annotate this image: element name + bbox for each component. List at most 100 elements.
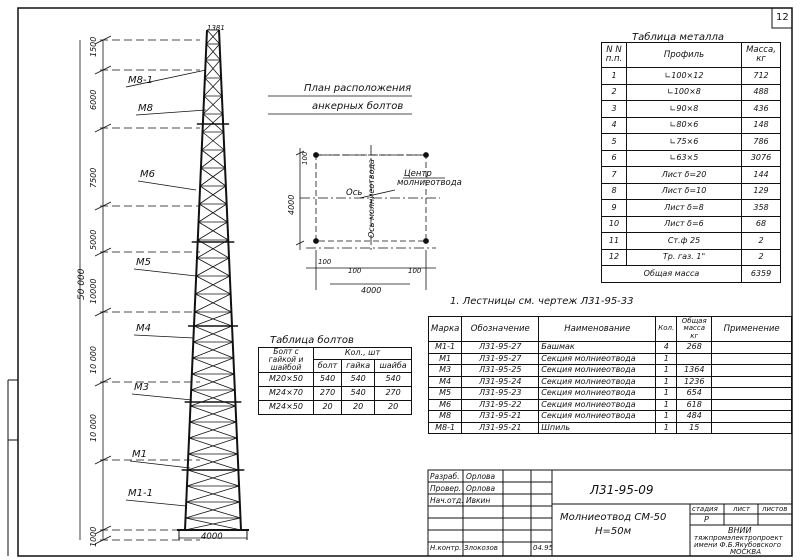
tower-dimensions xyxy=(79,35,200,545)
section-designation: Л31-95-27 xyxy=(461,352,540,365)
metal-no: 3 xyxy=(601,100,627,118)
tower-brace xyxy=(200,149,225,169)
section-qty: 4 xyxy=(655,341,678,354)
nut-qty: 20 xyxy=(341,399,376,415)
section-mark: М6 xyxy=(427,398,463,411)
tower-brace xyxy=(193,325,233,343)
center-label-2: молниеотвода xyxy=(397,178,462,188)
metal-profile: Лист δ=10 xyxy=(626,182,742,200)
tower-brace xyxy=(186,469,239,487)
metal-mass: 786 xyxy=(741,133,781,151)
tower-brace xyxy=(206,29,220,45)
plan-dim-100-d: 100 xyxy=(301,151,309,165)
section-designation: Л31-95-27 xyxy=(461,341,540,354)
role-norm-control: Н.контр. xyxy=(430,544,462,552)
section-leader xyxy=(125,69,207,88)
label-sheets: листов xyxy=(762,505,788,513)
section-mass: 1236 xyxy=(676,375,713,388)
section-qty: 1 xyxy=(655,364,678,377)
axis-label-vertical: Ось молниеотвода xyxy=(367,159,376,238)
section-qty: 1 xyxy=(655,352,678,365)
tower-elevation xyxy=(177,29,249,540)
metal-no: 11 xyxy=(601,232,627,250)
section-label: М1-1 xyxy=(128,488,153,499)
sections-col-designation: Обозначение xyxy=(461,316,540,342)
metal-profile: ∟75×6 xyxy=(626,133,742,151)
person-developer: Орлова xyxy=(466,472,496,481)
plan-dim-100-a: 100 xyxy=(318,258,332,266)
anchor-plan-title-1: План расположения xyxy=(304,83,412,94)
bolt-qty: 540 xyxy=(312,371,343,387)
section-mark: М5 xyxy=(427,387,463,400)
section-name: Секция молниеотвода xyxy=(538,398,657,411)
segment-height-dim: 10000 xyxy=(89,278,98,304)
section-label: М4 xyxy=(136,323,151,334)
metal-profile: ∟100×12 xyxy=(626,67,742,85)
metal-mass: 2 xyxy=(741,248,781,266)
title-block-frame xyxy=(427,469,793,557)
tower-brace xyxy=(203,77,222,97)
tower-brace xyxy=(184,517,241,531)
metal-table-title: Таблица металла xyxy=(632,32,724,43)
metal-no: 8 xyxy=(601,182,627,200)
bolt-qty: 270 xyxy=(312,385,343,401)
section-name: Секция молниеотвода xyxy=(538,364,657,377)
section-usage xyxy=(711,410,792,423)
section-qty: 1 xyxy=(655,421,678,434)
tower-brace xyxy=(205,59,222,79)
metal-no: 5 xyxy=(601,133,627,151)
bolt-size: М24×50 xyxy=(258,399,314,415)
section-designation: Л31-95-25 xyxy=(461,364,540,377)
metal-profile: Ст.ф 25 xyxy=(626,232,742,250)
section-mark: М3 xyxy=(427,364,463,377)
section-name: Башмак xyxy=(538,341,657,354)
tower-brace xyxy=(194,293,231,313)
tower-brace xyxy=(197,221,228,241)
org-line-3: имени Ф.Б.Якубовского xyxy=(694,541,782,549)
sections-col-qty: Кол. xyxy=(655,316,678,342)
section-qty: 1 xyxy=(655,387,678,400)
section-usage xyxy=(711,398,792,411)
tower-brace xyxy=(203,95,223,115)
metal-no: 12 xyxy=(601,248,627,266)
bolts-col-qty: Кол., шт xyxy=(313,346,412,361)
section-usage xyxy=(711,387,792,400)
top-width-dim: 1381 xyxy=(207,24,225,32)
metal-mass: 488 xyxy=(741,83,781,101)
section-name: Секция молниеотвода xyxy=(538,410,657,423)
segment-height-dim: 6000 xyxy=(89,89,98,110)
section-mass: 268 xyxy=(676,341,713,354)
role-developer: Разраб. xyxy=(430,472,460,481)
stage-value: Р xyxy=(704,515,709,524)
section-usage xyxy=(711,375,792,388)
segment-height-dim: 7500 xyxy=(89,167,98,188)
section-leader xyxy=(133,334,195,339)
tower-brace xyxy=(203,113,224,133)
tower-brace xyxy=(195,275,231,295)
nut-qty: 540 xyxy=(341,385,376,401)
tower-brace xyxy=(202,131,225,151)
section-name: Секция молниеотвода xyxy=(538,387,657,400)
document-name-2: Н=50м xyxy=(595,526,632,537)
sections-col-name: Наименование xyxy=(538,316,657,342)
section-mark: М8 xyxy=(427,410,463,423)
tower-brace xyxy=(188,437,238,455)
segment-height-dim: 1000 xyxy=(89,526,98,547)
section-mass: 15 xyxy=(676,421,713,434)
bolts-sub-bolt: болт xyxy=(312,359,343,373)
metal-profile: ∟90×8 xyxy=(626,100,742,118)
tower-brace xyxy=(206,43,221,61)
tower-brace xyxy=(191,357,234,375)
ladders-note: 1. Лестницы см. чертеж Л31-95-33 xyxy=(450,296,634,307)
section-label: М6 xyxy=(140,169,155,180)
plan-dim-4000-vertical: 4000 xyxy=(287,194,296,215)
tower-brace xyxy=(199,185,227,205)
tower-right-leg xyxy=(218,29,242,531)
total-height-dim: 50 000 xyxy=(77,268,87,301)
